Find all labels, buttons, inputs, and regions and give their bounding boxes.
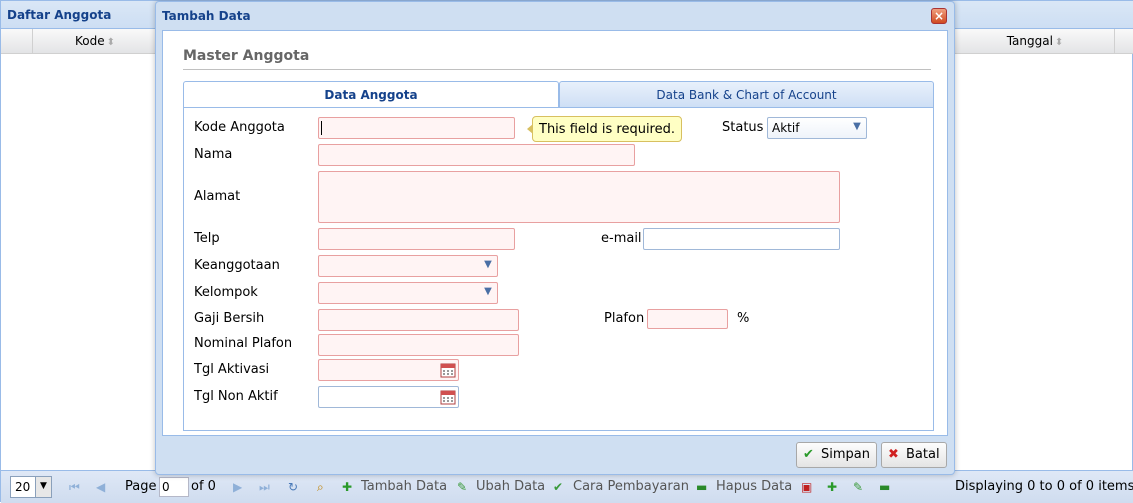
- add-data-window: Tambah Data × Master Anggota Data Anggot…: [155, 1, 955, 475]
- label-gaji-bersih: Gaji Bersih: [194, 311, 265, 326]
- sort-icon: ⬍: [106, 37, 115, 48]
- save-button[interactable]: ✔ Simpan: [796, 442, 877, 468]
- pdf-icon[interactable]: ▣: [801, 480, 813, 494]
- tgl-non-aktif-datefield[interactable]: [318, 386, 459, 408]
- edit-data-button[interactable]: Ubah Data: [476, 479, 546, 494]
- window-body: Master Anggota Data Anggota Data Bank & …: [162, 30, 948, 436]
- close-icon: ✖: [888, 447, 899, 462]
- chevron-down-icon: ▼: [484, 259, 492, 270]
- tab-data-anggota[interactable]: Data Anggota: [183, 81, 559, 108]
- column-label-kode: Kode: [74, 34, 105, 48]
- search-icon[interactable]: ⌕: [317, 480, 324, 494]
- add-data-button[interactable]: Tambah Data: [361, 479, 448, 494]
- paging-display-info: Displaying 0 to 0 of 0 items: [955, 479, 1133, 494]
- text-cursor: [321, 121, 322, 135]
- chevron-down-icon: ▼: [853, 121, 861, 132]
- page-of-label: of 0: [191, 479, 216, 494]
- kelompok-combo[interactable]: ▼: [318, 282, 498, 304]
- alamat-textarea[interactable]: [318, 171, 840, 223]
- label-alamat: Alamat: [194, 189, 241, 204]
- refresh-icon[interactable]: ↻: [288, 480, 299, 494]
- edit-icon[interactable]: ✎: [853, 480, 864, 494]
- window-title: Tambah Data: [162, 9, 251, 23]
- tab-data-bank[interactable]: Data Bank & Chart of Account: [559, 81, 934, 107]
- gaji-bersih-input[interactable]: [318, 309, 519, 331]
- page-size-value: 20: [15, 480, 31, 494]
- label-nama: Nama: [194, 147, 233, 162]
- payment-method-button[interactable]: Cara Pembayaran: [573, 479, 689, 494]
- cancel-button[interactable]: ✖ Batal: [881, 442, 947, 468]
- page-label: Page: [125, 479, 157, 494]
- sort-icon: ⬍: [1054, 37, 1064, 48]
- email-input[interactable]: [643, 228, 840, 250]
- status-combo[interactable]: Aktif ▼: [767, 117, 867, 139]
- page-number-input[interactable]: 0: [159, 477, 189, 497]
- add-icon[interactable]: ✚: [827, 480, 838, 494]
- paging-toolbar: 20 ▼ ⏮ ◀ Page 0 of 0 ▶ ⏭ ↻ ⌕ ✚ Tambah Da…: [1, 470, 1133, 503]
- plafon-input[interactable]: [647, 309, 728, 329]
- save-button-label: Simpan: [821, 447, 870, 462]
- form-title: Master Anggota: [183, 48, 310, 64]
- chevron-down-icon: ▼: [484, 286, 492, 297]
- column-label-tanggal: Tanggal: [1006, 34, 1053, 48]
- close-icon[interactable]: ×: [931, 8, 947, 24]
- calendar-icon[interactable]: [440, 362, 456, 378]
- first-page-icon[interactable]: ⏮: [69, 480, 80, 494]
- next-page-icon[interactable]: ▶: [233, 480, 243, 494]
- label-status: Status: [722, 120, 764, 135]
- kode-anggota-input[interactable]: [318, 117, 515, 139]
- check-icon: ✔: [553, 480, 564, 494]
- remove-icon[interactable]: ▬: [879, 480, 891, 494]
- required-tooltip: This field is required.: [527, 116, 682, 142]
- plafon-unit: %: [737, 311, 750, 326]
- grid-rownumber-column: [1, 29, 33, 54]
- page-size-select[interactable]: 20 ▼: [10, 476, 52, 498]
- column-header-tanggal[interactable]: Tanggal⬍: [956, 29, 1115, 54]
- calendar-icon[interactable]: [440, 389, 456, 405]
- label-plafon: Plafon: [604, 311, 645, 326]
- last-page-icon[interactable]: ⏭: [259, 480, 270, 494]
- label-tgl-aktivasi: Tgl Aktivasi: [194, 362, 270, 377]
- cancel-button-label: Batal: [906, 447, 940, 462]
- telp-input[interactable]: [318, 228, 515, 250]
- nama-input[interactable]: [318, 144, 635, 166]
- label-email: e-mail: [601, 231, 642, 246]
- edit-icon: ✎: [457, 480, 468, 494]
- status-value: Aktif: [772, 121, 800, 135]
- tgl-aktivasi-datefield[interactable]: [318, 359, 459, 381]
- delete-data-button[interactable]: Hapus Data: [716, 479, 793, 494]
- chevron-down-icon: ▼: [35, 477, 51, 497]
- label-telp: Telp: [194, 231, 220, 246]
- label-tgl-non-aktif: Tgl Non Aktif: [194, 389, 278, 404]
- column-header-kode[interactable]: Kode⬍: [33, 29, 158, 54]
- prev-page-icon[interactable]: ◀: [96, 480, 106, 494]
- add-icon: ✚: [342, 480, 353, 494]
- label-nominal-plafon: Nominal Plafon: [194, 336, 293, 351]
- nominal-plafon-input[interactable]: [318, 334, 519, 356]
- remove-icon: ▬: [696, 480, 708, 494]
- keanggotaan-combo[interactable]: ▼: [318, 255, 498, 277]
- form-title-divider: [183, 69, 931, 70]
- label-kode-anggota: Kode Anggota: [194, 120, 285, 135]
- label-keanggotaan: Keanggotaan: [194, 258, 280, 273]
- label-kelompok: Kelompok: [194, 285, 258, 300]
- check-icon: ✔: [803, 447, 814, 462]
